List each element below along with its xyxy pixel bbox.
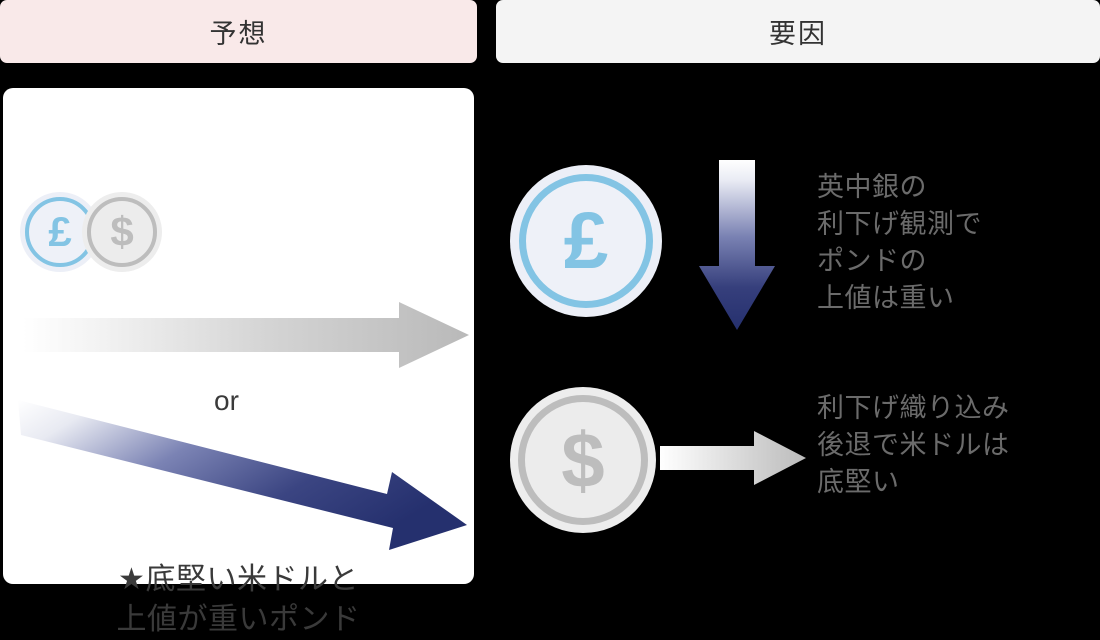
- pound-symbol: £: [48, 208, 72, 255]
- descending-navy-arrow-icon: [18, 400, 467, 550]
- dollar-symbol: $: [110, 208, 134, 255]
- forecast-caption-line-1: ★底堅い米ドルと: [118, 563, 359, 596]
- factor-dollar-line-3: 底堅い: [817, 466, 900, 497]
- forecast-card: £ $ or: [3, 88, 474, 636]
- factor-pound-line-1: 英中銀の: [817, 172, 927, 202]
- factor-pound-line-2: 利下げ観測で: [817, 208, 982, 239]
- factor-pound-coin: £: [519, 174, 653, 308]
- header-factors: 要因: [496, 0, 1100, 63]
- right-gray-arrow-icon: [660, 431, 806, 485]
- factor-dollar-line-1: 利下げ織り込み: [817, 393, 1010, 423]
- dollar-symbol: $: [561, 416, 605, 504]
- factor-dollar-line-2: 後退で米ドルは: [817, 429, 1010, 460]
- pound-symbol: £: [563, 196, 609, 285]
- flat-gray-right-arrow-icon: [23, 302, 469, 368]
- down-navy-arrow-icon: [699, 160, 775, 330]
- header-forecast: 予想: [0, 0, 477, 63]
- or-label: or: [214, 385, 239, 416]
- factor-pound-text: 英中銀の 利下げ観測で ポンドの 上値は重い: [817, 169, 982, 317]
- forecast-caption-line-2: 上値が重いポンド: [116, 602, 361, 636]
- header-forecast-label: 予想: [209, 19, 268, 49]
- factor-pound-line-4: 上値は重い: [817, 282, 955, 313]
- factor-pound-line-3: ポンドの: [817, 245, 927, 276]
- header-factors-label: 要因: [769, 19, 827, 49]
- factor-dollar-text: 利下げ織り込み 後退で米ドルは 底堅い: [817, 390, 1010, 501]
- forecast-dollar-coin: $: [87, 197, 157, 267]
- forecast-caption: ★底堅い米ドルと 上値が重いポンド: [3, 560, 474, 640]
- factor-dollar-coin: $: [518, 395, 648, 525]
